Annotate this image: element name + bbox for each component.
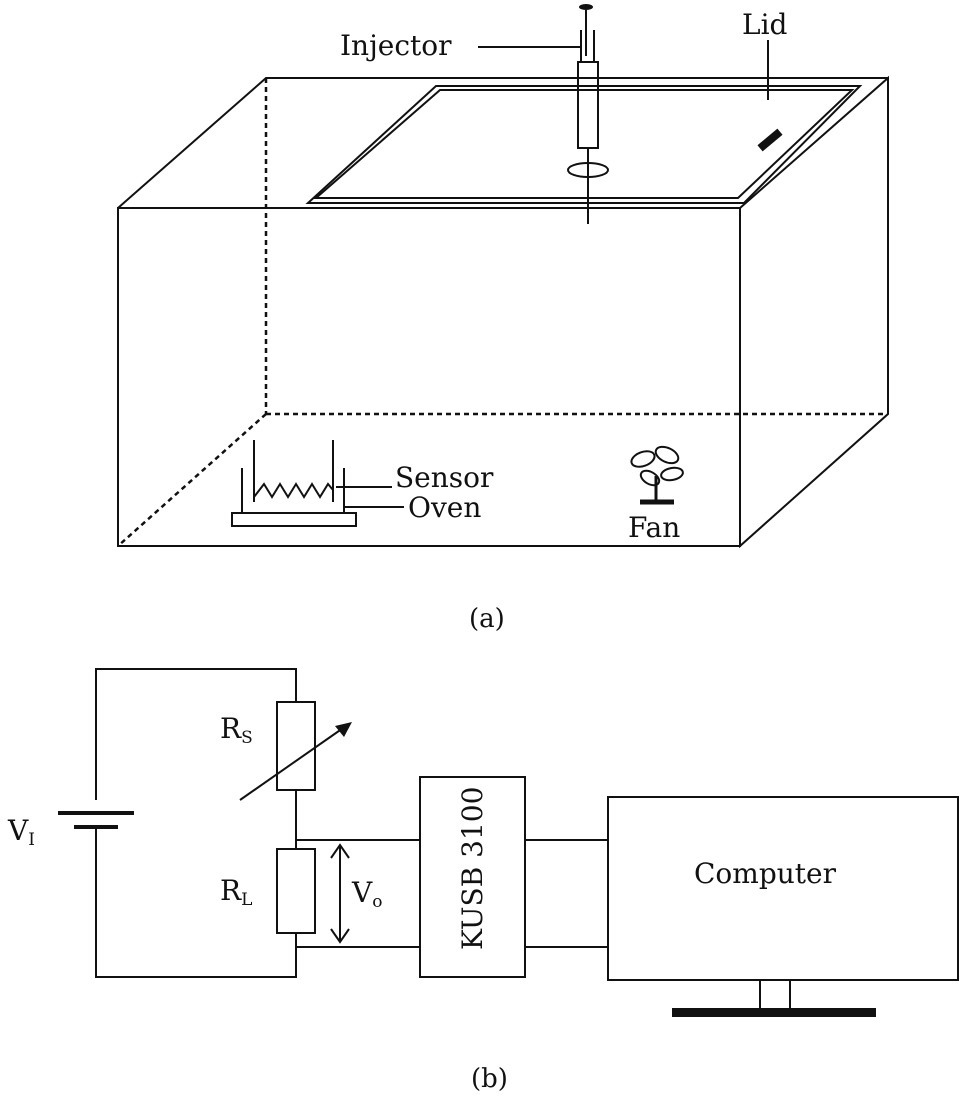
lid bbox=[305, 85, 863, 204]
injector-label: Injector bbox=[340, 29, 452, 62]
load-resistor-rl bbox=[276, 848, 316, 934]
computer-monitor bbox=[607, 796, 959, 1017]
injector-port-ring bbox=[567, 162, 609, 178]
panel-b-caption: (b) bbox=[471, 1064, 508, 1094]
chamber-hidden-edge-diagonal bbox=[117, 413, 267, 547]
vo-measurement-arrow bbox=[330, 843, 350, 944]
injector-syringe bbox=[567, 4, 609, 224]
fan-label: Fan bbox=[628, 511, 680, 544]
oven-base bbox=[231, 512, 357, 527]
panel-a-chamber: Injector Lid Sensor Oven Fan (a) bbox=[117, 4, 889, 634]
lid-handle bbox=[757, 128, 783, 152]
rl-label: RL bbox=[220, 874, 252, 910]
sensor-label: Sensor bbox=[395, 461, 494, 494]
rs-label: RS bbox=[220, 712, 253, 748]
panel-a-caption: (a) bbox=[469, 604, 505, 634]
panel-b-circuit: KUSB 3100 Computer VI RS RL Vo (b) bbox=[7, 668, 959, 1094]
daq-box bbox=[419, 776, 526, 978]
vi-label: VI bbox=[7, 814, 35, 850]
sensor-heater-coil bbox=[253, 482, 334, 499]
sensor-resistor-rs bbox=[239, 701, 352, 801]
lid-label: Lid bbox=[742, 8, 788, 41]
daq-label: KUSB 3100 bbox=[456, 787, 489, 950]
computer-stand-base bbox=[672, 1008, 876, 1017]
wire-loop-bottom bbox=[95, 828, 297, 978]
vo-label: Vo bbox=[351, 876, 382, 912]
fan-icon bbox=[630, 445, 684, 505]
oven-label: Oven bbox=[408, 491, 481, 524]
computer-label: Computer bbox=[694, 857, 837, 890]
battery-symbol bbox=[58, 811, 134, 829]
wire-loop-top bbox=[95, 668, 297, 800]
sensor-oven-assembly bbox=[231, 440, 357, 527]
